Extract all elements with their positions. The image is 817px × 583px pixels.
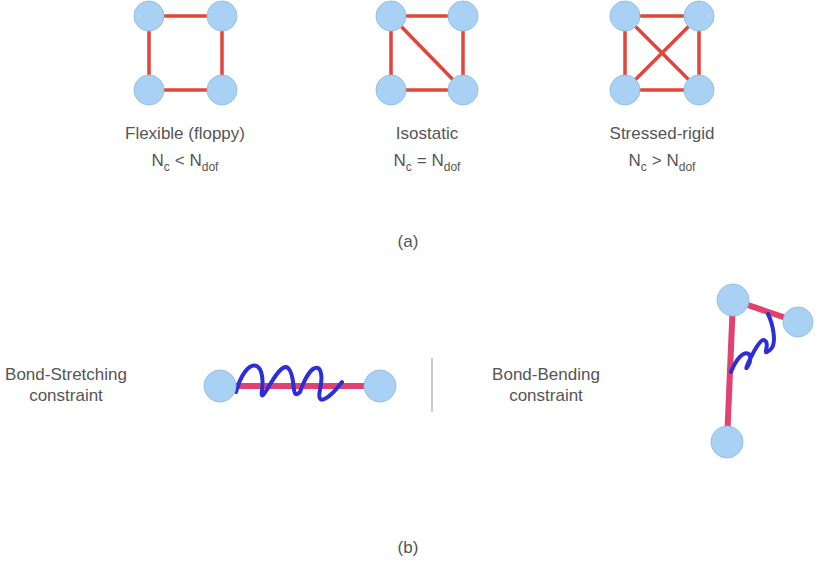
label-group: Nc= Ndof	[394, 150, 461, 171]
label-group: Flexible (floppy)	[125, 123, 245, 144]
label-group: Stressed-rigid	[610, 123, 715, 144]
constraint-count: N	[629, 150, 641, 171]
atom-circle	[711, 426, 743, 458]
atom-circle	[364, 370, 396, 402]
subscript: c	[164, 160, 170, 175]
constraint-count: = N	[417, 150, 444, 171]
atom-circles	[134, 1, 714, 105]
constraint-count: < N	[175, 150, 202, 171]
label-group: Nc< Ndof	[152, 150, 219, 171]
label-group: Bond-Bending constraint	[479, 364, 614, 407]
constraint-count: N	[394, 150, 406, 171]
subscript: c	[406, 160, 412, 175]
state-label: Stressed-rigid	[610, 123, 715, 144]
subscript: dof	[679, 160, 696, 175]
panel-label: (a)	[398, 231, 419, 252]
constraint-count: > N	[652, 150, 679, 171]
label-group: Bond-Stretching constraint	[0, 364, 134, 407]
constraint-count: N	[152, 150, 164, 171]
subscript: c	[641, 160, 647, 175]
constraint-label: Bond-Bending constraint	[479, 364, 614, 407]
spring-symbol	[731, 314, 774, 372]
label-group: Nc> Ndof	[629, 150, 696, 171]
subscript: dof	[202, 160, 219, 175]
label-group: Isostatic	[396, 123, 458, 144]
label-group: (b)	[398, 537, 419, 558]
atom-circle	[717, 284, 749, 316]
subscript: dof	[444, 160, 461, 175]
state-label: Isostatic	[396, 123, 458, 144]
separator	[431, 358, 433, 412]
panel-label: (b)	[398, 537, 419, 558]
atom-circle	[783, 307, 813, 337]
label-group: (a)	[398, 231, 419, 252]
state-label: Flexible (floppy)	[125, 123, 245, 144]
constraint-label: Bond-Stretching constraint	[0, 364, 134, 407]
spring-symbol	[236, 366, 342, 400]
atom-circle	[204, 370, 236, 402]
